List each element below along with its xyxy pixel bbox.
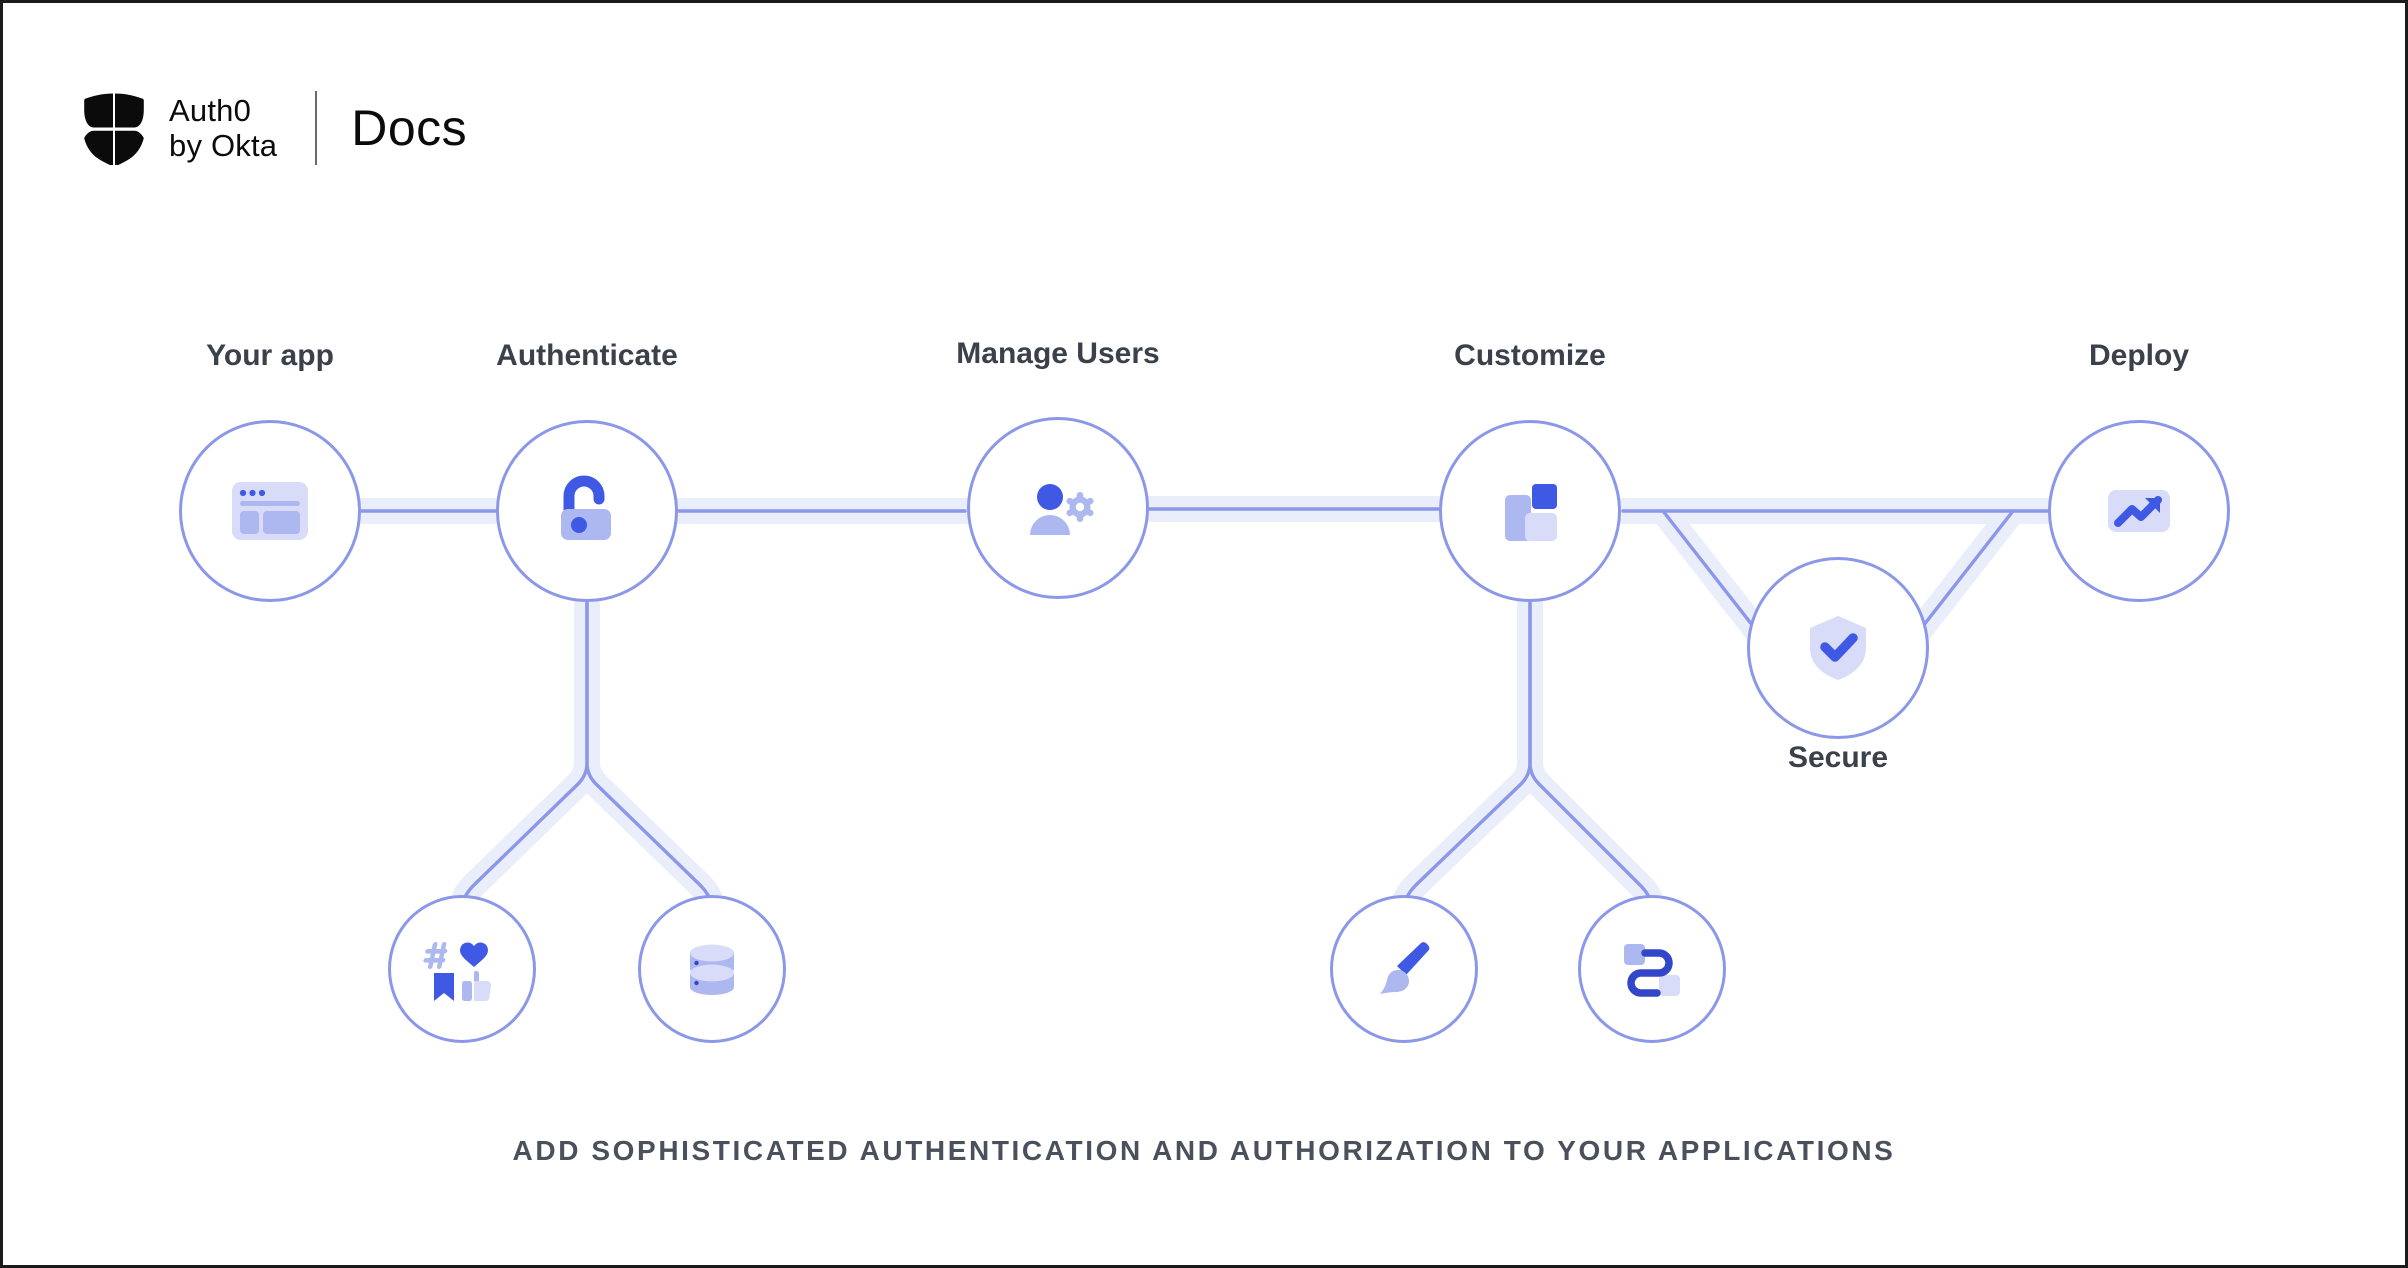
brand-line-2: by Okta: [169, 128, 278, 163]
brand-wordmark: Auth0 by Okta: [169, 93, 277, 164]
flow-connector-icon: [1624, 944, 1680, 997]
site-header: Auth0 by Okta Docs: [81, 91, 467, 165]
paintbrush-icon: [1380, 942, 1430, 994]
node-flows[interactable]: [1578, 895, 1726, 1043]
node-label-secure: Secure: [1787, 741, 1889, 774]
node-your-app[interactable]: [179, 420, 361, 602]
node-social-connections[interactable]: [388, 895, 536, 1043]
shield-check-icon: [1810, 616, 1866, 680]
thumbs-up: [462, 970, 492, 1002]
docs-title: Docs: [351, 100, 468, 156]
flow-diagram: Your app Authenticate Manage Users Custo…: [3, 3, 2405, 1265]
auth0-shield-icon: [84, 93, 144, 165]
node-manage-users[interactable]: [967, 417, 1149, 599]
node-deploy[interactable]: [2048, 420, 2230, 602]
node-branding[interactable]: [1330, 895, 1478, 1043]
node-database-connections[interactable]: [638, 895, 786, 1043]
node-label-authenticate: Authenticate: [496, 339, 678, 372]
node-label-customize: Customize: [1454, 339, 1606, 372]
layout-blocks-icon: [1505, 484, 1557, 541]
node-label-your-app: Your app: [206, 339, 334, 372]
social-glyphs-icon: [423, 942, 492, 1002]
node-authenticate[interactable]: [496, 420, 678, 602]
user-gear-icon: [1030, 484, 1094, 535]
node-customize[interactable]: [1439, 420, 1621, 602]
node-label-deploy: Deploy: [2088, 339, 2190, 372]
browser-window-icon: [232, 482, 308, 540]
node-secure[interactable]: [1747, 557, 1929, 739]
tagline: ADD SOPHISTICATED AUTHENTICATION AND AUT…: [512, 1135, 1896, 1166]
connector-wires: [342, 496, 2061, 922]
trending-up-icon: [2108, 490, 2170, 532]
header-divider: [315, 91, 318, 165]
brand-line-1: Auth0: [169, 92, 252, 128]
open-padlock-icon: [561, 475, 611, 540]
database-icon: [690, 944, 734, 995]
node-label-manage-users: Manage Users: [956, 337, 1160, 370]
